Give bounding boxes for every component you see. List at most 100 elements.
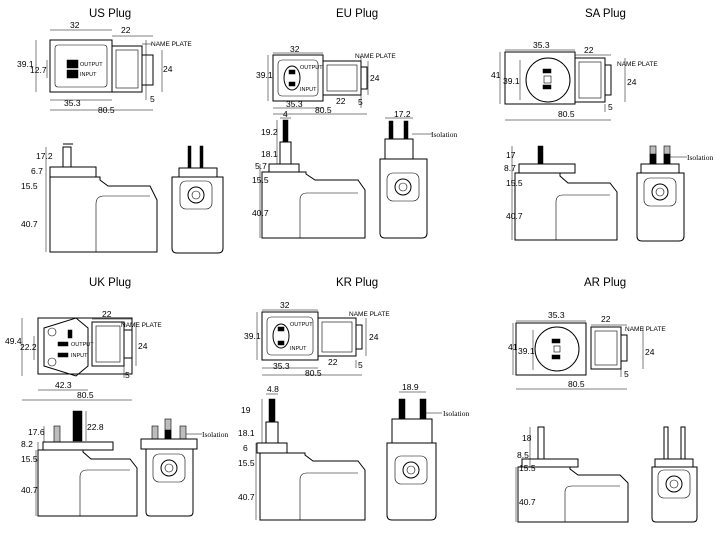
sa-side-pin <box>537 145 544 165</box>
eu-top-plug-outline <box>283 65 301 91</box>
sa-front-pin-2-base <box>663 153 671 165</box>
sa-side-17: 17 <box>506 150 516 160</box>
eu-dim-32: 32 <box>290 44 300 54</box>
kr-front-body <box>386 442 437 521</box>
ar-top-rear <box>620 334 628 362</box>
us-top-input-label: INPUT <box>80 72 97 78</box>
us-front-collar <box>178 167 218 178</box>
eu-front-socket-ring <box>394 178 412 196</box>
uk-nameplate-label: NAME PLATE <box>121 322 162 329</box>
eu-dim-35-3: 35.3 <box>286 99 303 109</box>
kr-dim-39-1: 39.1 <box>244 331 261 341</box>
kr-top-rear <box>355 324 363 350</box>
kr-side-15-5: 15.5 <box>238 458 255 468</box>
uk-front-socket <box>152 453 186 483</box>
eu-side-15-5: 15.5 <box>252 175 269 185</box>
us-side-40-7: 40.7 <box>21 219 38 229</box>
us-dim-24: 24 <box>163 64 173 74</box>
kr-front-pin-1 <box>398 398 406 420</box>
eu-front-socket <box>386 172 420 202</box>
us-dim-5: 5 <box>150 94 155 104</box>
ar-plug-title: AR Plug <box>584 277 626 289</box>
kr-side-view: 4.8 19 18.1 6 15.5 40.7 <box>238 384 366 521</box>
eu-top-pin-1 <box>288 69 296 75</box>
ar-dim-35-3: 35.3 <box>548 310 565 320</box>
us-top-nameplate-box <box>111 45 143 93</box>
ar-front-view <box>651 426 698 523</box>
uk-side-17-6: 17.6 <box>28 427 45 437</box>
uk-side-15-5: 15.5 <box>21 454 38 464</box>
eu-dim-22: 22 <box>336 96 346 106</box>
ar-top-pin-2 <box>551 354 561 360</box>
kr-side-collar <box>256 442 288 454</box>
ar-nameplate-label: NAME PLATE <box>625 326 666 333</box>
uk-dim-22-2: 22.2 <box>20 342 37 352</box>
kr-dim-22: 22 <box>328 357 338 367</box>
kr-front-18-9: 18.9 <box>402 382 419 392</box>
eu-top-input-label: INPUT <box>300 87 317 93</box>
eu-front-17-2: 17.2 <box>394 109 411 119</box>
eu-side-18-1: 18.1 <box>261 149 278 159</box>
uk-front-earth-base <box>164 429 172 440</box>
eu-dim-39-1: 39.1 <box>256 70 273 80</box>
uk-front-socket-core <box>164 463 174 473</box>
kr-top-face <box>266 316 314 356</box>
ar-side-18: 18 <box>522 433 532 443</box>
sa-side-body <box>514 172 618 241</box>
kr-top-plug-outline <box>272 323 290 349</box>
us-side-body <box>49 176 158 253</box>
sa-top-pin-2 <box>542 84 552 90</box>
sa-side-collar <box>518 163 576 174</box>
eu-side-body <box>261 171 366 239</box>
uk-top-rear <box>123 329 133 359</box>
sa-front-socket-core <box>655 187 665 197</box>
kr-dim-32: 32 <box>280 300 290 310</box>
sa-top-pin-1 <box>542 68 552 74</box>
eu-side-pin <box>282 119 289 143</box>
ar-top-nameplate-box <box>590 326 622 370</box>
sa-dim-24: 24 <box>627 77 637 87</box>
uk-side-40-7: 40.7 <box>21 485 38 495</box>
sa-front-collar <box>640 163 680 174</box>
ar-front-socket <box>657 469 691 499</box>
kr-nameplate-label: NAME PLATE <box>349 311 390 318</box>
kr-side-4-8: 4.8 <box>267 384 279 394</box>
sa-top-centre <box>543 75 552 84</box>
sa-side-groove <box>555 194 610 240</box>
uk-side-groove <box>79 469 130 516</box>
sa-dim-5: 5 <box>608 102 613 112</box>
ar-side-body <box>517 466 629 523</box>
uk-top-plug-outline <box>43 317 89 377</box>
ar-front-pin-2 <box>680 426 686 460</box>
eu-front-body <box>379 158 428 239</box>
ar-front-body <box>651 466 698 523</box>
kr-front-pin-2 <box>419 398 427 420</box>
eu-dim-5: 5 <box>358 97 363 107</box>
kr-top-pin-1 <box>277 326 285 332</box>
kr-dim-35-3: 35.3 <box>273 361 290 371</box>
sa-front-body <box>636 172 685 242</box>
kr-top-pin-2 <box>277 340 285 346</box>
sa-side-8-7: 8.7 <box>504 163 516 173</box>
kr-side-19: 19 <box>241 405 251 415</box>
eu-front-socket-core <box>398 182 408 192</box>
ar-dim-41: 41 <box>508 342 518 352</box>
eu-top-pin-2 <box>288 81 296 87</box>
sa-top-round-face <box>525 57 571 103</box>
sa-top-nameplate-inner <box>578 61 602 99</box>
kr-isolation-label: Isolation <box>443 409 469 418</box>
uk-top-pin-1 <box>57 341 69 347</box>
uk-dim-49-4: 49.4 <box>5 336 22 346</box>
sa-front-socket <box>643 177 677 207</box>
ar-plug-section: AR Plug 35.3 22 NAME PLATE 41 39.1 24 80… <box>508 277 698 523</box>
us-side-15-5: 15.5 <box>21 181 38 191</box>
sa-dim-39-1: 39.1 <box>503 76 520 86</box>
kr-top-nameplate-inner <box>321 321 353 353</box>
ar-side-40-7: 40.7 <box>519 497 536 507</box>
us-front-socket <box>179 180 213 210</box>
us-side-prong <box>62 146 72 168</box>
eu-side-collar <box>268 163 300 173</box>
us-front-blade-2 <box>199 145 204 169</box>
kr-plug-title: KR Plug <box>336 277 378 289</box>
us-top-nameplate-inner <box>115 49 139 89</box>
